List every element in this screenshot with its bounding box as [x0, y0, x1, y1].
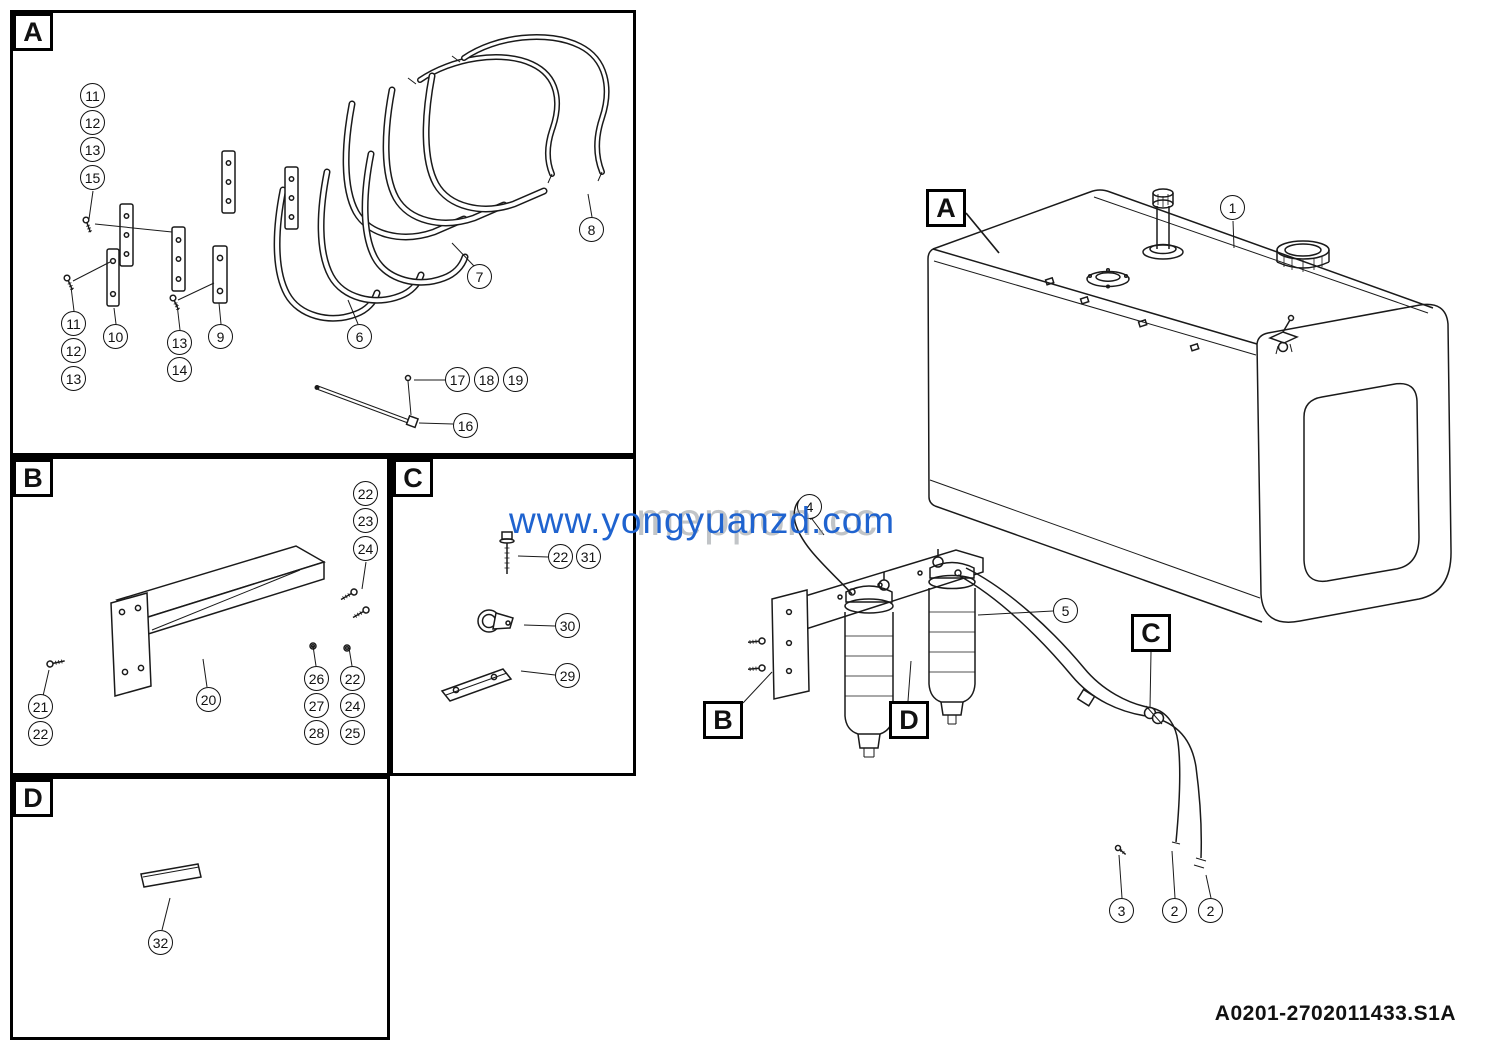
callout-23: 23	[353, 508, 378, 533]
callout-20: 20	[196, 687, 221, 712]
callout-13: 13	[167, 330, 192, 355]
main-label-b: B	[703, 701, 743, 739]
fuel-tank	[927, 189, 1452, 623]
panel-b-drawing	[46, 545, 370, 697]
callout-12: 12	[80, 110, 105, 135]
main-label-c: C	[1131, 614, 1171, 652]
clamp-30	[477, 609, 514, 633]
callout-18: 18	[474, 367, 499, 392]
callout-6: 6	[347, 324, 372, 349]
bracket-9	[212, 245, 228, 304]
shim-32	[140, 863, 202, 888]
bracket-bolt-left1	[747, 637, 766, 645]
rod-16	[314, 374, 420, 429]
callout-10: 10	[103, 324, 128, 349]
callout-1: 1	[1220, 195, 1245, 220]
main-label-d: D	[889, 701, 929, 739]
callout-2: 2	[1198, 898, 1223, 923]
callout-22: 22	[340, 666, 365, 691]
bolt-hardware-b3	[352, 606, 370, 619]
callout-28: 28	[304, 720, 329, 745]
drain-bolt-3	[1114, 844, 1127, 856]
strap-7-group	[342, 72, 548, 241]
callout-7: 7	[467, 264, 492, 289]
bracket-20	[110, 545, 326, 697]
panel-a-drawing	[63, 34, 610, 429]
panel-c-drawing	[440, 531, 515, 702]
fuel-hoses	[793, 496, 1207, 869]
bracket-29	[440, 668, 513, 702]
callout-31: 31	[576, 544, 601, 569]
callout-14: 14	[167, 357, 192, 382]
callout-27: 27	[304, 693, 329, 718]
callout-8: 8	[579, 217, 604, 242]
strap-6-group	[273, 150, 469, 322]
callout-12: 12	[61, 338, 86, 363]
mounting-plates	[119, 150, 299, 292]
washer-nut-b4	[309, 642, 351, 652]
callout-5: 5	[1053, 598, 1078, 623]
bolt-hardware-b2	[340, 588, 358, 601]
callout-3: 3	[1109, 898, 1134, 923]
callout-4: 4	[797, 494, 822, 519]
watermark-secondary: meppon.cc	[636, 493, 880, 545]
tank-top-nuts	[1044, 276, 1200, 352]
callout-29: 29	[555, 663, 580, 688]
callout-21: 21	[28, 694, 53, 719]
panel-d-drawing	[140, 863, 202, 888]
breather-cap	[1276, 240, 1330, 272]
callout-22: 22	[353, 481, 378, 506]
callout-24: 24	[353, 536, 378, 561]
fuel-filter-left	[844, 572, 894, 758]
callout-24: 24	[340, 693, 365, 718]
filler-neck	[1142, 188, 1184, 260]
bracket-bolt-left2	[747, 664, 766, 672]
leader-lines	[42, 190, 1235, 931]
bolt-hardware-a3	[169, 294, 181, 311]
bolt-hardware-b1	[46, 659, 65, 668]
callout-26: 26	[304, 666, 329, 691]
bolt-hardware-a1	[82, 216, 93, 233]
strap-8-group	[407, 34, 610, 184]
callout-30: 30	[555, 613, 580, 638]
main-label-a: A	[926, 189, 966, 227]
panel-label-d: D	[13, 779, 53, 817]
bracket-10	[106, 248, 120, 307]
watermark-primary: www.yongyuanzd.com	[509, 500, 896, 541]
callout-17: 17	[445, 367, 470, 392]
callout-11: 11	[80, 83, 105, 108]
outlet-fitting	[1268, 314, 1299, 355]
fuel-filter-right	[928, 549, 976, 725]
callout-19: 19	[503, 367, 528, 392]
callout-22: 22	[28, 721, 53, 746]
callout-11: 11	[61, 311, 86, 336]
callout-22: 22	[548, 544, 573, 569]
panel-label-a: A	[13, 13, 53, 51]
callout-16: 16	[453, 413, 478, 438]
main-drawing	[747, 188, 1452, 869]
panel-label-c: C	[393, 459, 433, 497]
drawing-number: A0201-2702011433.S1A	[1214, 1002, 1456, 1025]
callout-2: 2	[1162, 898, 1187, 923]
callout-32: 32	[148, 930, 173, 955]
callout-9: 9	[208, 324, 233, 349]
sender-flange	[1086, 267, 1130, 289]
bolt-hardware-a2	[63, 274, 75, 291]
callout-13: 13	[61, 366, 86, 391]
callout-15: 15	[80, 165, 105, 190]
bolt-22-31	[499, 531, 515, 574]
panel-label-b: B	[13, 459, 53, 497]
callout-13: 13	[80, 137, 105, 162]
callout-25: 25	[340, 720, 365, 745]
